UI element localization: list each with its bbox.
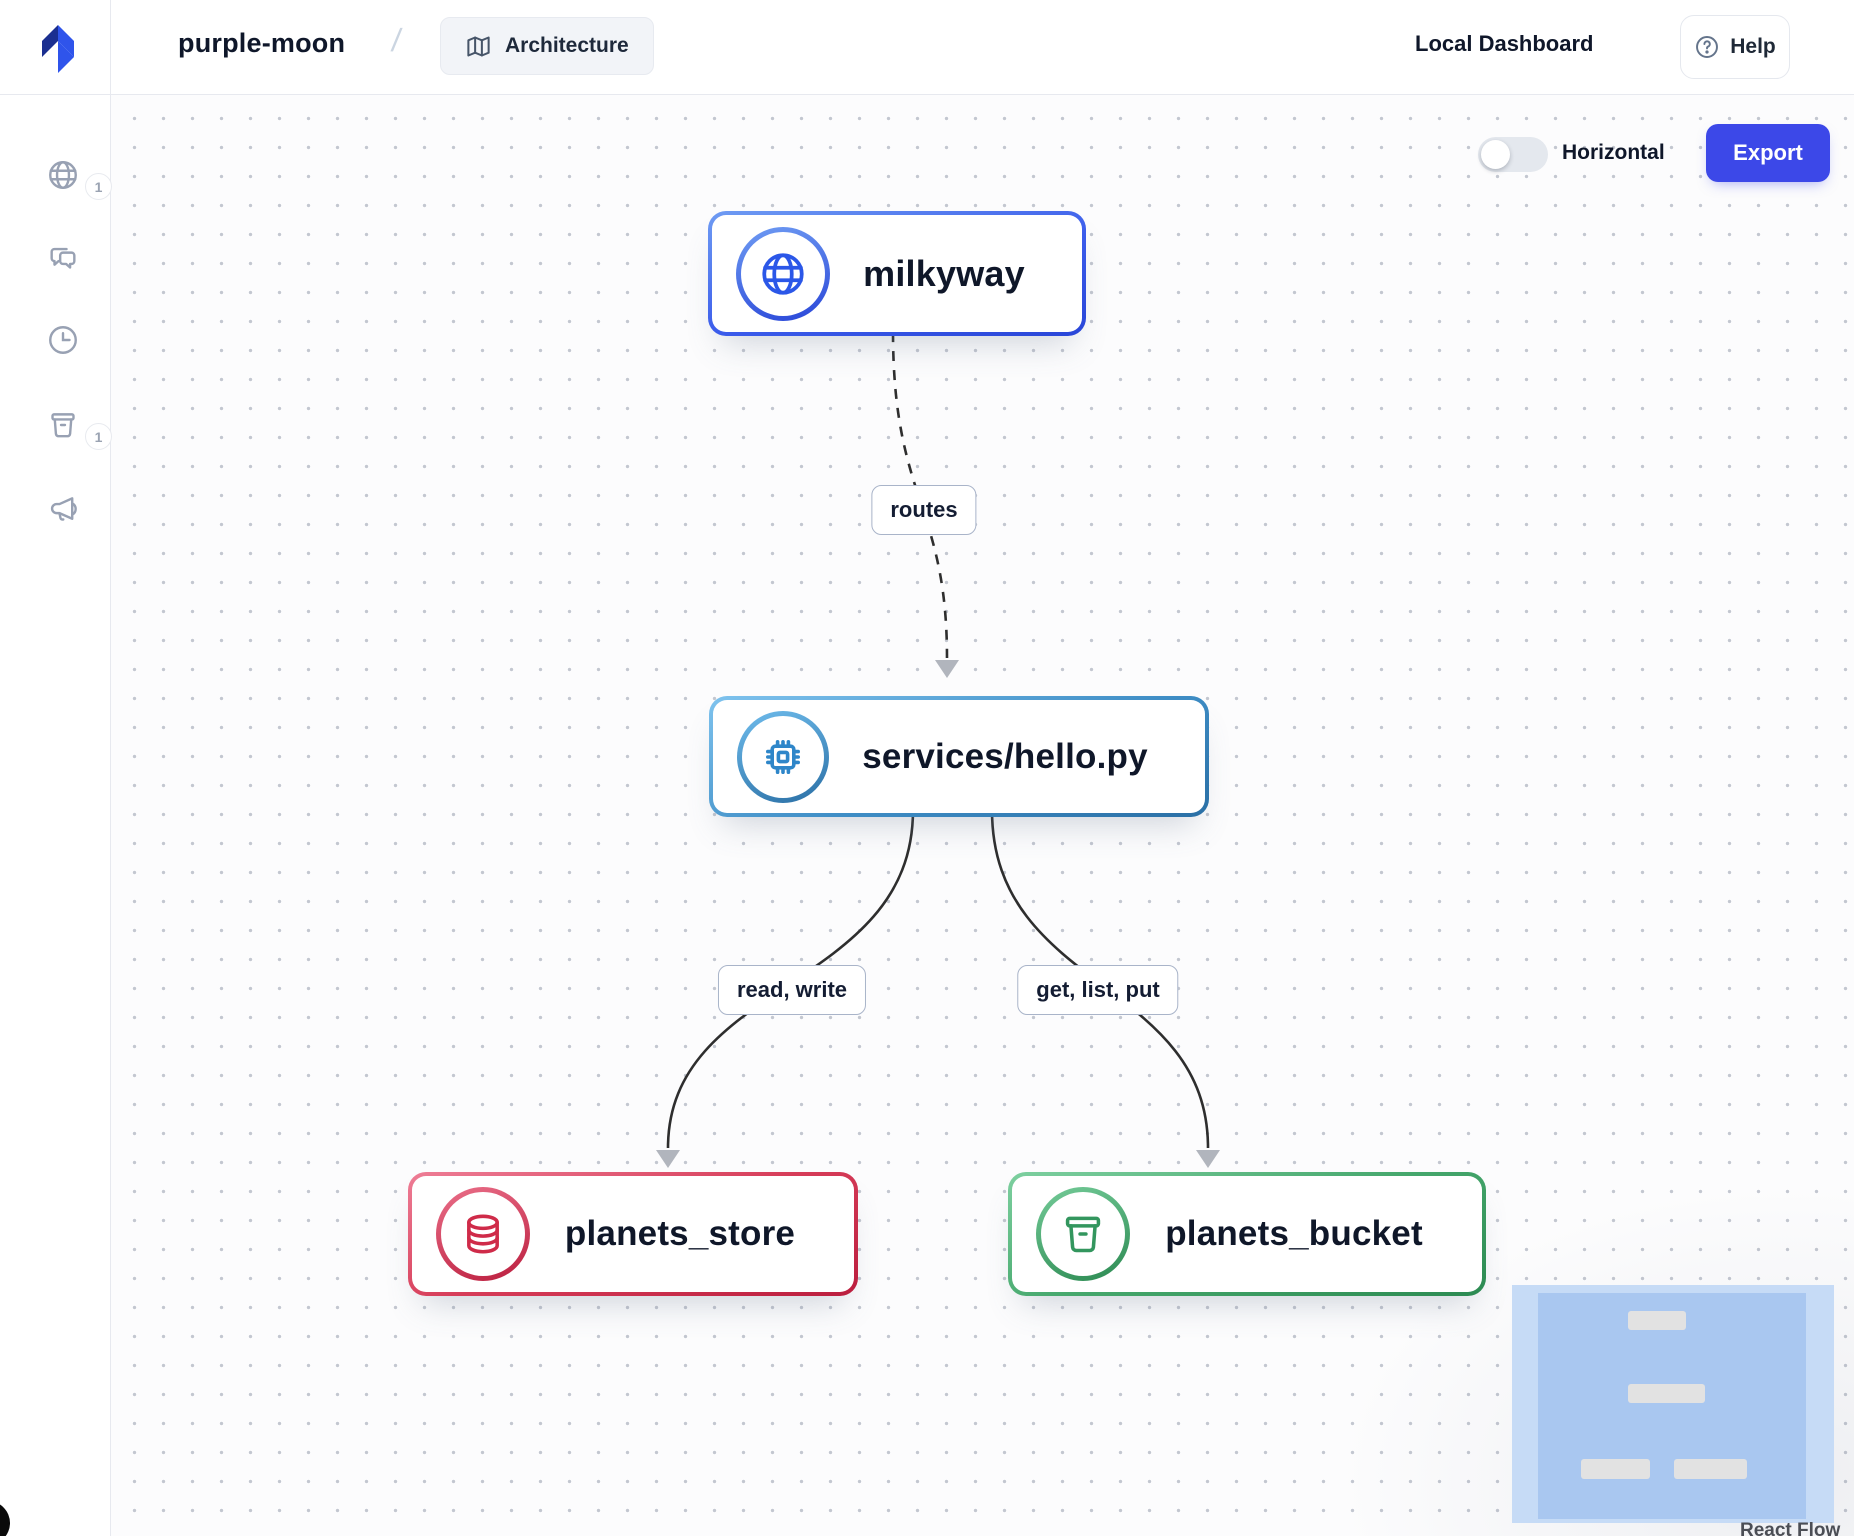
chat-icon (50, 247, 76, 269)
help-button[interactable]: Help (1680, 15, 1790, 79)
node-label: planets_bucket (1165, 1214, 1423, 1253)
toggle-knob (1481, 140, 1510, 169)
minimap-node (1628, 1384, 1705, 1403)
orientation-toggle[interactable] (1478, 137, 1548, 172)
sidebar-item-apis[interactable] (46, 158, 80, 192)
bucket-icon (1036, 1187, 1130, 1281)
sidebar: 1 1 (0, 94, 112, 1536)
minimap-node (1674, 1459, 1747, 1479)
node-planets-store[interactable]: planets_store (408, 1172, 858, 1296)
cpu-icon (737, 710, 829, 803)
orientation-toggle-label: Horizontal (1562, 141, 1665, 164)
clock-icon (49, 326, 77, 354)
map-icon (467, 35, 490, 57)
node-services-hello-py[interactable]: services/hello.py (709, 696, 1209, 817)
node-label: milkyway (863, 252, 1025, 294)
edge-label-routes[interactable]: routes (871, 485, 977, 535)
sidebar-item-topics[interactable] (46, 492, 80, 526)
reactflow-attribution[interactable]: React Flow (1740, 1520, 1841, 1536)
sidebar-item-schedules[interactable] (46, 323, 80, 357)
node-milkyway[interactable]: milkyway (708, 211, 1086, 336)
node-planets-bucket[interactable]: planets_bucket (1008, 1172, 1486, 1296)
minimap-node (1628, 1311, 1686, 1330)
tab-architecture-label: Architecture (505, 34, 629, 57)
database-icon (436, 1187, 530, 1281)
tab-architecture[interactable]: Architecture (440, 17, 654, 75)
minimap-node (1581, 1459, 1650, 1479)
page-title: Local Dashboard (1415, 31, 1594, 56)
globe-icon (49, 161, 77, 189)
sidebar-badge-apis: 1 (85, 173, 112, 200)
breadcrumb-separator: / (389, 22, 404, 58)
corner-overlay (0, 1501, 10, 1536)
question-icon (1696, 36, 1719, 58)
bucket-icon (51, 413, 75, 438)
minimap-viewport (1538, 1293, 1806, 1519)
node-label: planets_store (564, 1214, 796, 1253)
node-label: services/hello.py (862, 736, 1148, 776)
edge-label-read-write[interactable]: read, write (717, 965, 867, 1015)
sidebar-item-storage[interactable] (46, 408, 80, 442)
app-logo[interactable] (34, 16, 82, 74)
export-button[interactable]: Export (1706, 124, 1830, 182)
globe-icon (736, 226, 830, 321)
help-button-label: Help (1730, 35, 1776, 58)
header-divider (110, 0, 111, 94)
header: purple-moon / Architecture Local Dashboa… (0, 0, 1854, 95)
minimap[interactable] (1512, 1285, 1834, 1523)
sidebar-badge-storage: 1 (85, 423, 112, 450)
megaphone-icon (50, 497, 77, 521)
sidebar-item-websockets[interactable] (46, 242, 80, 276)
edge-label-get-list-put[interactable]: get, list, put (1017, 965, 1179, 1015)
project-name: purple-moon (178, 28, 346, 58)
